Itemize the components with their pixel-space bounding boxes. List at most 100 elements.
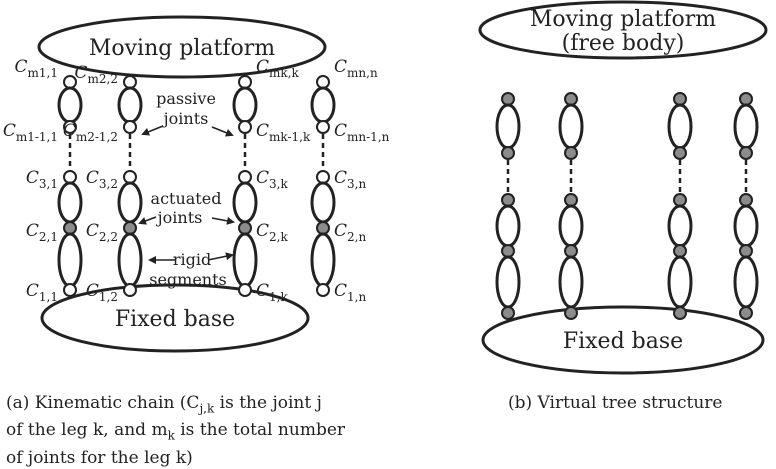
label-legk-4-sub: 1,k <box>269 290 288 304</box>
leg3-joint-1 <box>238 283 252 297</box>
tree-leg3-joint-3 <box>673 193 687 207</box>
caption-a-sub2: k <box>167 428 175 443</box>
label-leg2-3: C2,2 <box>86 221 118 244</box>
label-leg2-4-main: C <box>86 281 99 301</box>
label-leg1-2-main: C <box>26 168 39 188</box>
label-leg2-1: Cm2-1,2 <box>63 121 118 144</box>
caption-a-text3: of joints for the leg k) <box>6 447 193 468</box>
passive-arrow-right <box>211 126 234 137</box>
label-legn-4-sub: 1,n <box>347 290 366 304</box>
label-leg2-0: Cm2,2 <box>75 63 118 86</box>
label-legn-3-sub: 2,n <box>347 230 366 244</box>
caption-a-text2: of the leg k, and m <box>6 420 168 441</box>
caption-a-text1: (a) Kinematic chain (C <box>6 393 200 413</box>
fixed-base <box>40 283 310 353</box>
tree-leg4-link-middle <box>733 204 759 248</box>
leg4-joint-2-actuated <box>316 221 330 235</box>
label-leg2-4: C1,2 <box>86 281 118 304</box>
tree-leg4-joint-2 <box>739 244 753 258</box>
label-legk-3-main: C <box>256 221 269 241</box>
kinematic-chain-diagram: Moving platform Fixed base Cm1,1Cm1-1,1C… <box>3 15 390 353</box>
leg4-joint-3 <box>316 170 330 184</box>
caption-a-text1b: is the joint j <box>214 393 322 413</box>
label-leg1-0: Cm1,1 <box>15 57 58 80</box>
label-leg2-3-main: C <box>86 221 99 241</box>
label-legn-2: C3,n <box>334 168 366 191</box>
actuated-annotation-line2: joints <box>156 208 203 227</box>
label-legn-4-main: C <box>334 281 347 301</box>
label-legk-1: Cmk-1,k <box>256 121 311 144</box>
label-legn-1-sub: mn-1,n <box>347 130 390 144</box>
leg3-link-middle <box>232 181 258 224</box>
label-legn-1-main: C <box>334 121 347 141</box>
tree-leg2-joint-mid-upper <box>564 146 578 160</box>
passive-annotation-line1: passive <box>156 89 216 108</box>
tree-leg4-joint-mid-upper <box>739 146 753 160</box>
label-leg1-3-main: C <box>26 221 39 241</box>
label-legn-2-main: C <box>334 168 347 188</box>
tree-leg1-joint-2 <box>501 244 515 258</box>
label-leg1-4-sub: 1,1 <box>39 290 58 304</box>
tree-leg1-joint-3 <box>501 193 515 207</box>
tree-leg2-link-lower <box>558 255 584 309</box>
label-leg2-2: C3,2 <box>86 168 118 191</box>
tree-leg4-joint-top <box>739 92 753 106</box>
tree-leg3-link-lower <box>667 255 693 309</box>
actuated-arrow-right <box>211 216 235 225</box>
caption-a: (a) Kinematic chain (Cj,k is the joint j… <box>6 392 392 469</box>
tree-leg2-joint-3 <box>564 193 578 207</box>
actuated-arrow-left <box>138 216 157 225</box>
passive-arrow-left <box>141 125 164 136</box>
right-fixed-base <box>481 305 765 375</box>
label-legn-0-sub: mn,n <box>347 66 378 80</box>
tree-leg2-joint-1 <box>564 306 578 320</box>
label-legk-1-sub: mk-1,k <box>269 130 311 144</box>
tree-leg4-joint-1 <box>739 306 753 320</box>
label-leg1-4: C1,1 <box>26 281 58 304</box>
leg4-link-upper <box>310 86 336 124</box>
tree-leg4-link-upper <box>733 103 759 150</box>
label-leg1-3-sub: 2,1 <box>39 230 58 244</box>
tree-leg2-link-upper <box>558 103 584 150</box>
free-body-platform <box>478 0 768 60</box>
label-leg2-0-sub: m2,2 <box>88 72 118 86</box>
tree-leg2-link-middle <box>558 204 584 248</box>
label-leg1-2-sub: 3,1 <box>39 177 58 191</box>
label-legn-0: Cmn,n <box>334 57 378 80</box>
leg1-joint-1 <box>63 283 77 297</box>
actuated-annotation-line1: actuated <box>151 189 222 208</box>
label-leg1-4-main: C <box>26 281 39 301</box>
tree-leg1-link-upper <box>495 103 521 150</box>
tree-leg3-joint-1 <box>673 306 687 320</box>
tree-leg1-link-lower <box>495 255 521 309</box>
label-legn-3-main: C <box>334 221 347 241</box>
tree-leg4-link-lower <box>733 255 759 309</box>
rigid-annotation-line1: rigid <box>173 250 211 269</box>
leg1-link-lower <box>57 232 83 288</box>
legs-group: Cm1,1Cm1-1,1C3,1C2,1C1,1Cm2,2Cm2-1,2C3,2… <box>3 57 390 304</box>
label-leg2-0-main: C <box>75 63 88 83</box>
tree-leg2-joint-2 <box>564 244 578 258</box>
leg2-link-middle <box>117 181 143 224</box>
passive-annotation-line2: joints <box>162 109 209 128</box>
leg1-joint-mminus1 <box>63 120 77 134</box>
label-legk-2-main: C <box>256 168 269 188</box>
virtual-tree-diagram: Moving platform (free body) Fixed base <box>478 0 768 375</box>
leg2-joint-top <box>123 75 137 89</box>
tree-leg1-joint-1 <box>501 306 515 320</box>
leg2-joint-3 <box>123 170 137 184</box>
label-legk-2: C3,k <box>256 168 288 191</box>
leg4-joint-1 <box>316 283 330 297</box>
label-leg2-1-sub: m2-1,2 <box>76 130 118 144</box>
tree-leg1-joint-mid-upper <box>501 146 515 160</box>
tree-leg3-joint-2 <box>673 244 687 258</box>
leg4-joint-top <box>316 75 330 89</box>
leg3-joint-top <box>238 75 252 89</box>
label-leg1-0-sub: m1,1 <box>28 66 58 80</box>
caption-a-sub1: j,k <box>199 401 215 416</box>
leg3-joint-3 <box>238 170 252 184</box>
leg1-joint-2-actuated <box>63 221 77 235</box>
leg1-link-upper <box>57 86 83 124</box>
label-legk-1-main: C <box>256 121 269 141</box>
tree-leg3-joint-mid-upper <box>673 146 687 160</box>
